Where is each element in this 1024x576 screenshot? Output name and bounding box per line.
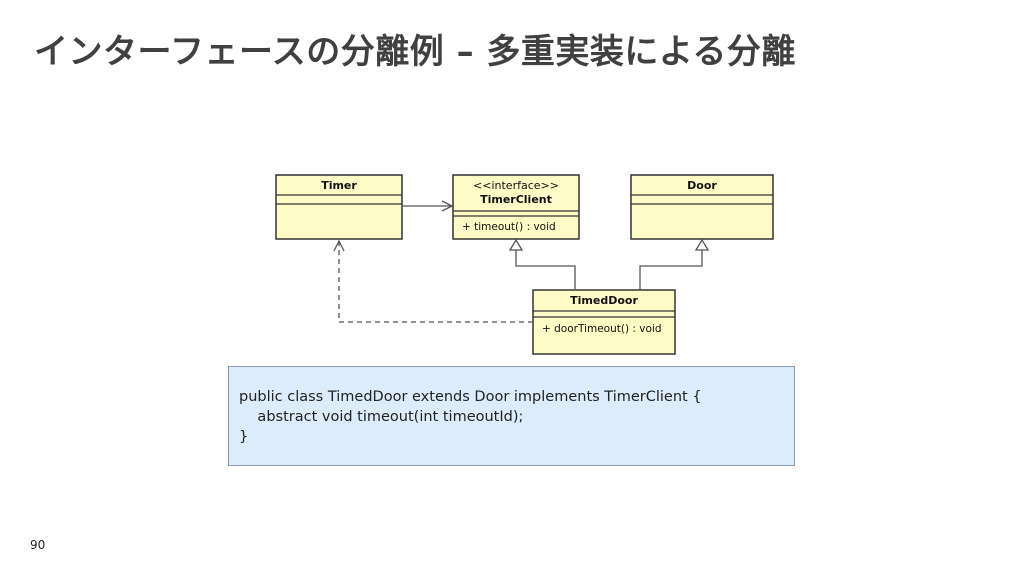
class-timer-name: Timer — [321, 179, 357, 192]
class-timeddoor-name: TimedDoor — [570, 294, 638, 307]
class-door: Door — [630, 174, 774, 240]
operation-timeout: + timeout() : void — [462, 221, 556, 233]
slide-title: インターフェースの分離例 – 多重実装による分離 — [34, 32, 796, 72]
class-door-name: Door — [687, 179, 717, 192]
realization-timerclient — [508, 238, 576, 290]
dependency-arrow — [339, 241, 533, 323]
hollow-triangle-icon — [694, 238, 710, 251]
interface-stereotype: <<interface>> — [473, 179, 559, 192]
code-line: public class TimedDoor extends Door impl… — [239, 389, 702, 405]
code-snippet-box: public class TimedDoor extends Door impl… — [228, 366, 795, 466]
page-number: 90 — [30, 538, 46, 552]
code-line: abstract void timeout(int timeoutId); — [239, 409, 524, 425]
interface-timerclient: <<interface>> TimerClient + timeout() : … — [452, 174, 580, 240]
generalization-door — [639, 238, 710, 290]
interface-timerclient-name: TimerClient — [480, 193, 552, 206]
operation-doortimeout: + doorTimeout() : void — [542, 323, 661, 335]
code-line: } — [239, 429, 249, 445]
hollow-triangle-icon — [508, 238, 524, 251]
class-timeddoor: TimedDoor + doorTimeout() : void — [532, 289, 676, 355]
class-timer: Timer — [275, 174, 403, 240]
